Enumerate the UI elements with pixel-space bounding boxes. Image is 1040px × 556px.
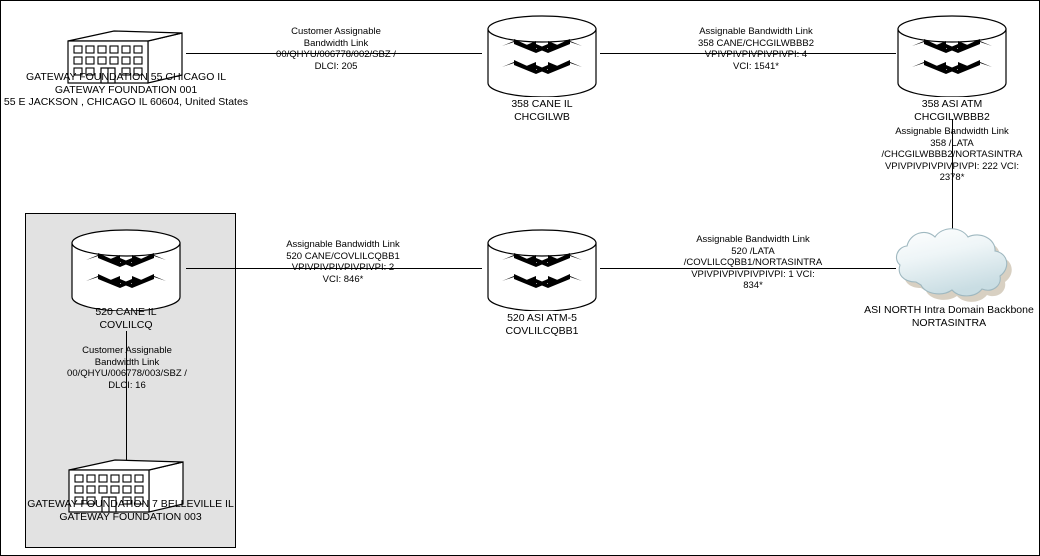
connector-520cane-to-belleville — [126, 331, 127, 466]
node-building-chicago[interactable] — [64, 27, 186, 85]
link-label-520cane-to-belleville: Customer Assignable Bandwidth Link 00/QH… — [67, 345, 187, 391]
switch-cylinder-icon — [71, 229, 181, 311]
connector-520cane-to-520asi — [186, 268, 482, 269]
connector-358asi-to-cloud — [952, 119, 953, 229]
cloud-icon — [895, 228, 1012, 302]
node-switch-358-asi-atm[interactable] — [894, 15, 1010, 97]
switch-cylinder-icon — [487, 229, 597, 311]
node-label-building-chicago: GATEWAY FOUNDATION 55 CHICAGO IL GATEWAY… — [3, 71, 249, 108]
node-label-switch-358-cane: 358 CANE IL CHCGILWB — [511, 98, 573, 123]
node-label-cloud-backbone: ASI NORTH Intra Domain Backbone NORTASIN… — [864, 304, 1034, 329]
link-label-358asi-to-cloud: Assignable Bandwidth Link 358 /LATA /CHC… — [881, 126, 1023, 183]
node-label-switch-358-asi-atm: 358 ASI ATM CHCGILWBBB2 — [914, 98, 990, 123]
node-label-switch-520-cane: 520 CANE IL COVLILCQ — [95, 306, 157, 331]
link-label-358cane-to-358asi: Assignable Bandwidth Link 358 CANE/CHCGI… — [698, 26, 814, 72]
link-label-520asi-to-cloud: Assignable Bandwidth Link 520 /LATA /COV… — [683, 234, 823, 291]
switch-cylinder-icon — [897, 15, 1007, 97]
link-label-chicago-to-358cane: Customer Assignable Bandwidth Link 00/QH… — [276, 26, 396, 72]
node-label-building-belleville: GATEWAY FOUNDATION 7 BELLEVILLE IL GATEW… — [27, 498, 234, 523]
building-icon — [67, 30, 183, 84]
node-switch-358-cane[interactable] — [484, 15, 600, 97]
node-building-belleville[interactable] — [65, 456, 187, 514]
building-icon — [68, 459, 184, 513]
connector-chicago-to-358cane — [186, 53, 482, 54]
link-label-520cane-to-520asi: Assignable Bandwidth Link 520 CANE/COVLI… — [286, 239, 400, 285]
connector-520asi-to-cloud — [600, 268, 896, 269]
node-switch-520-asi-atm5[interactable] — [484, 229, 600, 311]
node-label-switch-520-asi-atm5: 520 ASI ATM-5 COVLILCQBB1 — [505, 312, 579, 337]
connector-358cane-to-358asi — [600, 53, 896, 54]
switch-cylinder-icon — [487, 15, 597, 97]
node-cloud-backbone[interactable] — [885, 220, 1021, 312]
node-switch-520-cane[interactable] — [68, 229, 184, 311]
